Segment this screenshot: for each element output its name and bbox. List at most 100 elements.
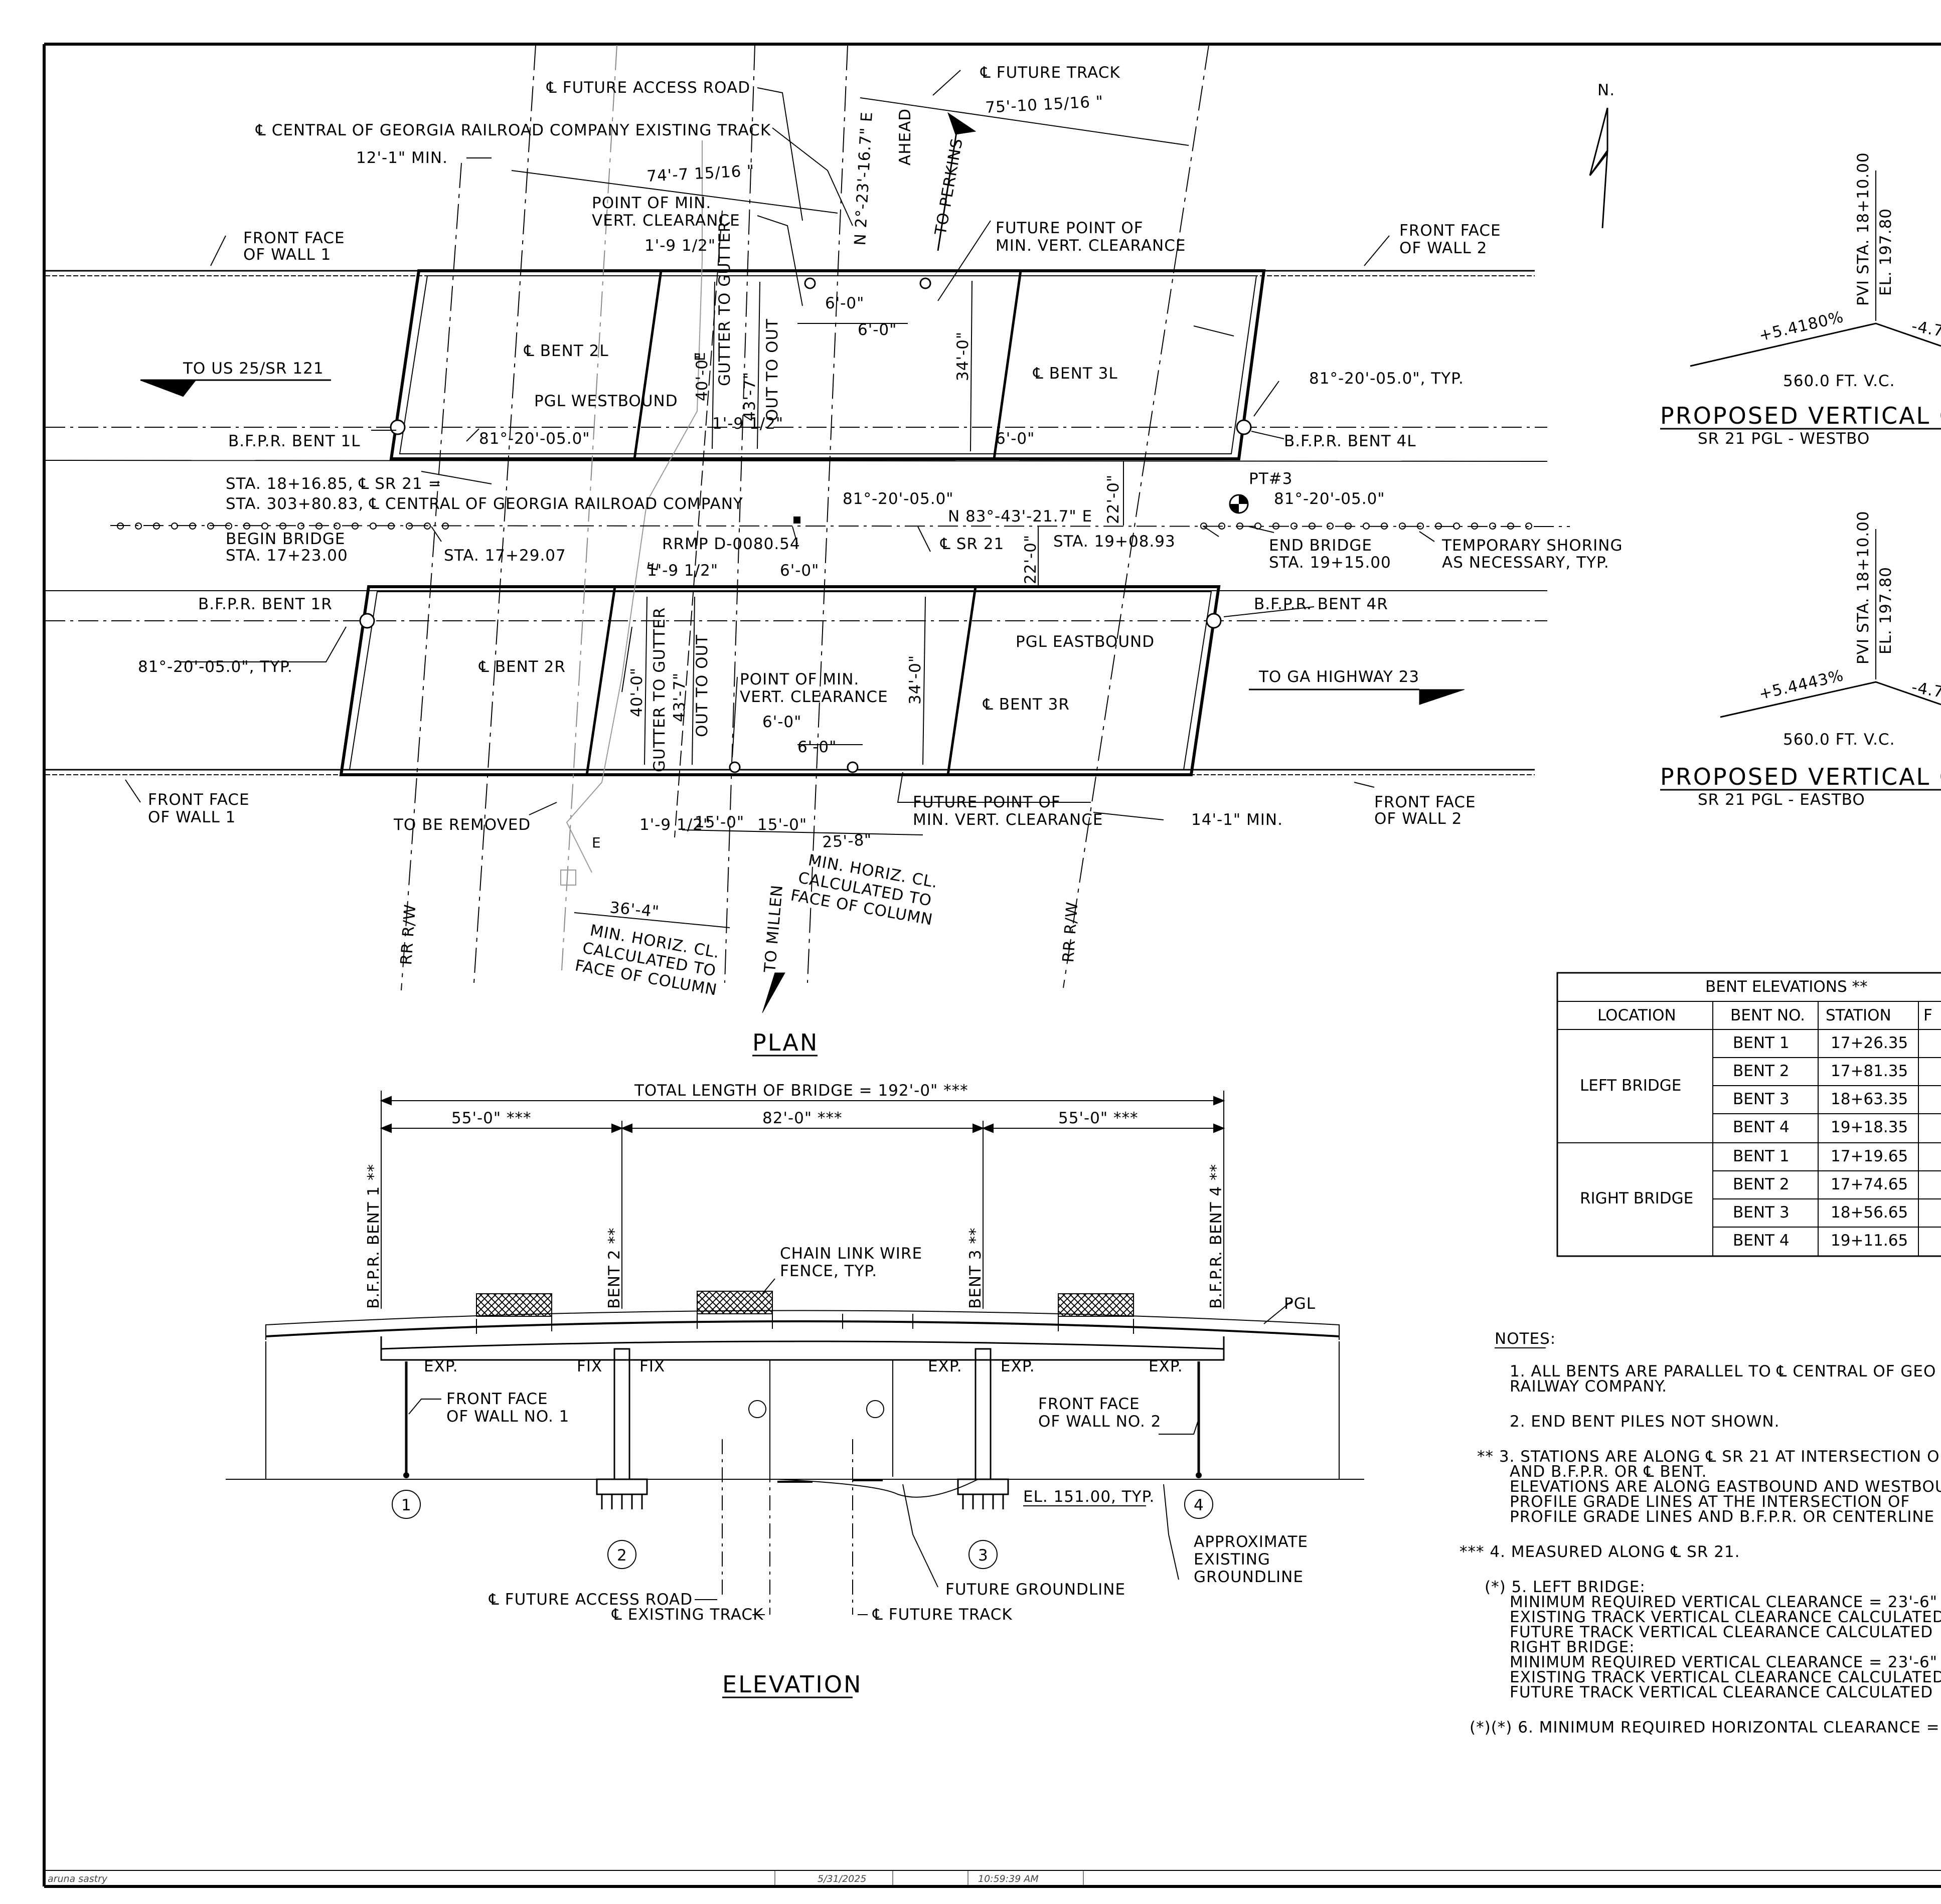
approx-3: GROUNDLINE — [1194, 1568, 1304, 1586]
elev-future-access-road: ℄ FUTURE ACCESS ROAD — [489, 1591, 693, 1609]
sta-303-label: STA. 303+80.83, ℄ CENTRAL OF GEORGIA RAI… — [226, 495, 743, 513]
shoring-marker — [153, 523, 160, 530]
out-to-out-left: OUT TO OUT — [763, 318, 781, 421]
ff-wall1-top-a: FRONT FACE — [243, 229, 345, 247]
dim-25-8: 25'-8" — [822, 831, 873, 851]
pt3-label: PT#3 — [1249, 470, 1292, 488]
shoring-marker — [1218, 523, 1225, 530]
note-line-18: (*)(*) 6. MINIMUM REQUIRED HORIZONTAL CL… — [1470, 1718, 1941, 1737]
el-eb: EL. 197.80 — [1877, 567, 1895, 654]
vc-eb: 560.0 FT. V.C. — [1783, 731, 1895, 749]
temp-shoring-1: TEMPORARY SHORING — [1441, 537, 1623, 555]
elev-future-groundline: FUTURE GROUNDLINE — [945, 1581, 1125, 1599]
bent1-elev-label: B.F.P.R. BENT 1 ** — [365, 1164, 383, 1309]
shoring-marker — [1507, 523, 1514, 530]
bearing-track-label: N 2°-23'-16.7" E — [851, 111, 876, 246]
gutter-left: GUTTER TO GUTTER — [716, 221, 734, 386]
skew-typ-top: 81°-20'-05.0", TYP. — [1309, 370, 1464, 388]
dim-40-0-left: 40'-0" — [693, 352, 711, 401]
rr-rw-left: RR R/W — [397, 904, 419, 966]
future-track-label: ℄ FUTURE TRACK — [980, 64, 1120, 82]
r-sta2: 17+74.65 — [1831, 1175, 1908, 1193]
ff-wall-no2-2: OF WALL NO. 2 — [1038, 1413, 1161, 1431]
r-sta3: 18+56.65 — [1831, 1203, 1908, 1222]
bent4-elev-label: B.F.P.R. BENT 4 ** — [1207, 1164, 1225, 1309]
dim-1-9-d: 1'-9 1/2" — [639, 816, 711, 834]
plan-view: ℄ FUTURE ACCESS ROAD ℄ FUTURE TRACK ℄ CE… — [45, 45, 1623, 1057]
shoring-marker — [1272, 523, 1279, 530]
note-line-2: RAILWAY COMPANY. — [1510, 1377, 1667, 1396]
header-station: STATION — [1826, 1006, 1891, 1024]
shoring-marker — [1471, 523, 1478, 530]
profile-eastbound — [1720, 529, 1941, 718]
el-151-label: EL. 151.00, TYP. — [1023, 1488, 1155, 1506]
pvi-wb: PVI STA. 18+10.00 — [1854, 152, 1872, 306]
direction-arrows — [140, 112, 1465, 1013]
shoring-marker — [1236, 523, 1243, 530]
shoring-marker — [1200, 523, 1207, 530]
to-us25-label: TO US 25/SR 121 — [183, 360, 324, 378]
bent3-elev-label: BENT 3 ** — [966, 1228, 985, 1309]
l-sta4: 19+18.35 — [1831, 1118, 1908, 1136]
ff-wall2-top-a: FRONT FACE — [1399, 222, 1501, 240]
north-label: N. — [1597, 81, 1615, 99]
min-12-label: 12'-1" MIN. — [356, 149, 448, 167]
bent-3r-label: ℄ BENT 3R — [983, 696, 1070, 714]
dim-75-label: 75'-10 15/16 " — [985, 93, 1104, 117]
fence-label-2: FENCE, TYP. — [780, 1262, 877, 1280]
shoring-marker — [1453, 523, 1460, 530]
dim-15-0-a: 15'-0" — [695, 813, 744, 831]
span2-label: 82'-0" *** — [762, 1109, 843, 1127]
dim-22-0-left: 22'-0" — [1104, 474, 1122, 524]
future-point-3: FUTURE POINT OF — [913, 793, 1061, 811]
footer-user: aruna sastry — [48, 1873, 108, 1884]
shoring-marker — [388, 523, 395, 530]
r-bent3: BENT 3 — [1733, 1203, 1790, 1222]
dim-1-9-b: 1'-9 1/2" — [647, 562, 718, 580]
pgl-eastbound-label: PGL EASTBOUND — [1016, 633, 1155, 651]
table-title: BENT ELEVATIONS ** — [1705, 978, 1868, 996]
plan-dimension-lines — [466, 97, 1189, 928]
profile-title-eb: PROPOSED VERTICAL C — [1660, 763, 1941, 790]
shoring-marker — [352, 523, 359, 530]
shoring-marker — [261, 523, 268, 530]
ff-wall-no2-1: FRONT FACE — [1038, 1395, 1140, 1413]
vc-wb: 560.0 FT. V.C. — [1783, 372, 1895, 390]
note-line-7: PROFILE GRADE LINES AT THE INTERSECTION … — [1510, 1493, 1910, 1511]
header-f: F — [1923, 1006, 1932, 1024]
group-right: RIGHT BRIDGE — [1580, 1189, 1693, 1207]
ff-wall1-bottom-b: OF WALL 1 — [148, 808, 236, 826]
to-ga23-label: TO GA HIGHWAY 23 — [1258, 668, 1419, 686]
dim-6-0-c: 6'-0" — [780, 562, 819, 580]
note-line-3: 2. END BENT PILES NOT SHOWN. — [1510, 1413, 1780, 1431]
bent-num-1: 1 — [401, 1496, 412, 1514]
profile-westbound — [1690, 170, 1941, 367]
dim-40-0-right: 40'-0" — [628, 667, 646, 717]
pgl-westbound-label: PGL WESTBOUND — [534, 392, 678, 410]
dim-22-0-right: 22'-0" — [1022, 535, 1040, 584]
point-min-vert-2-label: VERT. CLEARANCE — [592, 212, 740, 230]
shoring-marker — [207, 523, 214, 530]
dim-43-7-right: 43'-7" — [671, 672, 689, 722]
footer-date: 5/31/2025 — [818, 1873, 866, 1884]
sr21-centerline — [110, 523, 1570, 530]
bent2-elev-label: BENT 2 ** — [605, 1228, 623, 1309]
bent-num-2: 2 — [617, 1546, 627, 1565]
gutter-right: GUTTER TO GUTTER — [651, 607, 669, 772]
future-point-1-label: FUTURE POINT OF — [996, 219, 1144, 237]
ff-wall-no1-1: FRONT FACE — [446, 1390, 548, 1408]
end-bridge-2: STA. 19+15.00 — [1269, 554, 1391, 572]
exp-1: EXP. — [424, 1357, 458, 1375]
existing-utility-line — [560, 140, 703, 886]
l-bent3: BENT 3 — [1733, 1090, 1790, 1108]
elevation-view: TOTAL LENGTH OF BRIDGE = 192'-0" *** 55'… — [226, 1082, 1364, 1698]
total-length-label: TOTAL LENGTH OF BRIDGE = 192'-0" *** — [634, 1082, 968, 1100]
existing-track-label: ℄ CENTRAL OF GEORGIA RAILROAD COMPANY EX… — [255, 121, 771, 139]
temp-shoring-2: AS NECESSARY, TYP. — [1442, 554, 1609, 572]
out-to-out-right: OUT TO OUT — [693, 634, 711, 737]
bent-num-4: 4 — [1194, 1496, 1204, 1514]
note-line-9: *** 4. MEASURED ALONG ℄ SR 21. — [1460, 1543, 1740, 1561]
rrmp-label: RRMP D-0080.54 — [662, 535, 800, 553]
elevation-title: ELEVATION — [722, 1671, 862, 1698]
shoring-marker — [1399, 523, 1406, 530]
